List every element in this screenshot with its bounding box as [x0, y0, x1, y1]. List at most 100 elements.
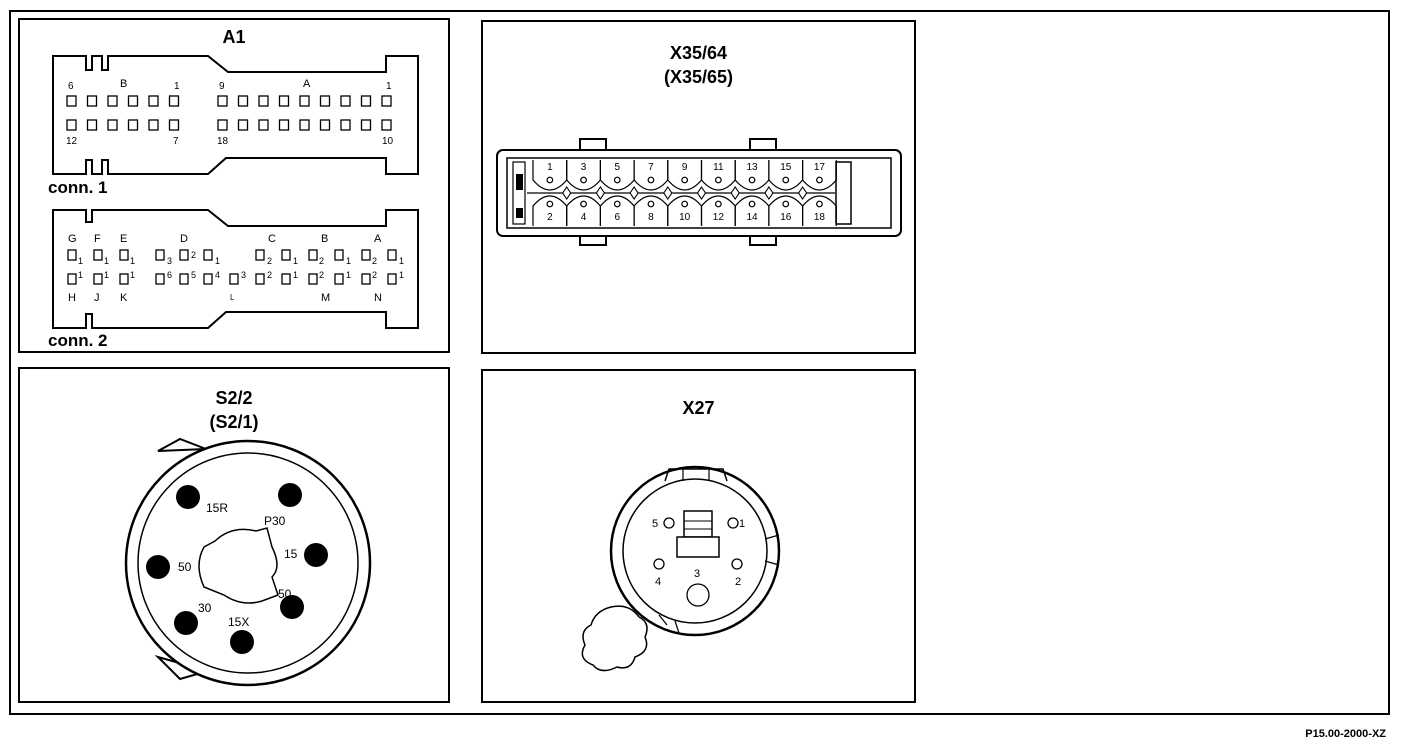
- x27-pin-2: [731, 558, 743, 570]
- conn2-pin-9: [308, 249, 318, 261]
- x35-key-right: [835, 161, 852, 225]
- conn1-pin-22: [217, 119, 228, 131]
- x35-pin-label-11: 11: [713, 162, 724, 173]
- conn2-pin-number-3: 1: [130, 256, 135, 266]
- x35-key-left: [512, 161, 526, 225]
- conn2-pin-number-9: 2: [319, 256, 324, 266]
- panel-a1: A1 6 B 1 12 7 9 A 1 18 10 G F E D C B A …: [18, 18, 450, 353]
- x27-inner-ring: [622, 478, 768, 624]
- x35-pin-18: [816, 200, 823, 208]
- x35-pin-15: [782, 176, 790, 184]
- conn1-label-10: 10: [382, 136, 394, 147]
- terminal-label-15x: 15X: [228, 615, 249, 629]
- x27-top-notch: [664, 468, 728, 482]
- conn2-pin-number-14: 1: [104, 270, 109, 280]
- terminal-p30: [278, 483, 302, 507]
- conn2-letter-g: G: [68, 233, 77, 245]
- x35-pin-label-5: 5: [614, 162, 620, 173]
- conn2-pin-number-10: 1: [346, 256, 351, 266]
- terminal-15x: [230, 630, 254, 654]
- conn2-letter-c: C: [268, 233, 276, 245]
- conn2-pin-12: [387, 249, 397, 261]
- terminal-label-50: 50: [278, 587, 292, 601]
- conn2-pin-6: [203, 249, 213, 261]
- conn2-pin-number-17: 5: [191, 270, 196, 280]
- x35-locking-diamond: [663, 186, 673, 200]
- conn1-pin-16: [278, 95, 290, 107]
- conn1-label-9: 9: [219, 81, 225, 92]
- x27-cable: [581, 605, 648, 672]
- conn1-pin-29: [360, 119, 372, 131]
- conn2-pin-number-22: 2: [319, 270, 324, 280]
- x35-pin-3: [580, 176, 587, 184]
- conn2-letter-n: N: [374, 292, 382, 304]
- x35-pin-8: [647, 200, 655, 208]
- conn1-pin-28: [340, 119, 351, 131]
- conn2-letter-m: M: [321, 292, 330, 304]
- conn2-letter-d: D: [180, 233, 188, 245]
- x35-locking-diamond: [562, 186, 572, 200]
- conn1-pin-17: [299, 95, 310, 107]
- x35-pin-17: [816, 176, 823, 184]
- x35-cavity-bottom-18: [802, 195, 837, 226]
- conn2-letter-b: B: [321, 233, 328, 245]
- conn2-letter-e: E: [120, 233, 127, 245]
- conn2-pin-number-25: 1: [399, 270, 404, 280]
- x35-pin-5: [613, 176, 621, 184]
- x35-pin-14: [748, 200, 756, 208]
- x35-pin-label-9: 9: [682, 162, 688, 173]
- terminal-label-50: 50: [178, 560, 192, 574]
- x35-pin-label-14: 14: [746, 212, 758, 223]
- x35-pin-label-7: 7: [648, 162, 654, 173]
- conn2-pin-number-13: 1: [78, 270, 83, 280]
- conn2-pin-15: [119, 273, 129, 285]
- x27-key-upper: [683, 510, 713, 538]
- terminal-label-15r: 15R: [206, 501, 228, 515]
- conn2-pin-13: [67, 273, 77, 285]
- conn2-pin-number-24: 2: [372, 270, 377, 280]
- conn1-label-18: 18: [217, 136, 229, 147]
- conn2-pin-22: [308, 273, 318, 285]
- conn1-pin-2: [86, 95, 98, 107]
- conn2-pin-grid: [67, 249, 397, 285]
- x35-pin-label-8: 8: [648, 212, 654, 223]
- x35-pin-label-15: 15: [780, 162, 792, 173]
- x35-inner: [506, 157, 892, 229]
- conn2-pin-21: [281, 273, 291, 285]
- conn1-pin-12: [168, 119, 180, 131]
- conn2-pin-number-23: 1: [346, 270, 351, 280]
- conn1-pin-19: [340, 95, 351, 107]
- x27-pin-3: [686, 583, 710, 607]
- x35-pin-label-13: 13: [746, 162, 758, 173]
- x35-pin-label-16: 16: [780, 212, 792, 223]
- conn1-pin-grid: [66, 95, 392, 131]
- terminal-50: [146, 555, 170, 579]
- x35-pin-label-2: 2: [547, 212, 553, 223]
- conn1-pin-3: [107, 95, 118, 107]
- x35-pin-1: [546, 176, 554, 184]
- conn2-pin-number-19: 3: [241, 270, 246, 280]
- x27-key-lower: [676, 536, 720, 558]
- conn2-pin-number-21: 1: [293, 270, 298, 280]
- conn1-label-1-left: 1: [174, 81, 180, 92]
- conn1-label-6: 6: [68, 81, 74, 92]
- conn1-pin-10: [127, 119, 139, 131]
- conn1-pin-13: [217, 95, 228, 107]
- terminal-15r: [176, 485, 200, 509]
- x27-pin-4: [653, 558, 665, 570]
- terminal-label-30: 30: [198, 601, 212, 615]
- x27-pin-label-2: 2: [735, 576, 741, 588]
- x35-pin-16: [782, 200, 790, 208]
- x35-title: X35/64: [669, 43, 728, 63]
- a1-connector-drawing: 6 B 1 12 7 9 A 1 18 10 G F E D C B A H J…: [52, 55, 419, 329]
- conn2-pin-number-7: 2: [267, 256, 272, 266]
- conn1-pin-20: [360, 95, 372, 107]
- x35-pin-11: [714, 176, 722, 184]
- conn1-label-a: A: [303, 78, 311, 90]
- conn1-label-7: 7: [173, 136, 179, 147]
- conn2-pin-8: [281, 249, 291, 261]
- x35-pin-10: [681, 200, 689, 208]
- x35-subtitle: (X35/65): [663, 67, 734, 87]
- conn1-outline: [52, 55, 419, 175]
